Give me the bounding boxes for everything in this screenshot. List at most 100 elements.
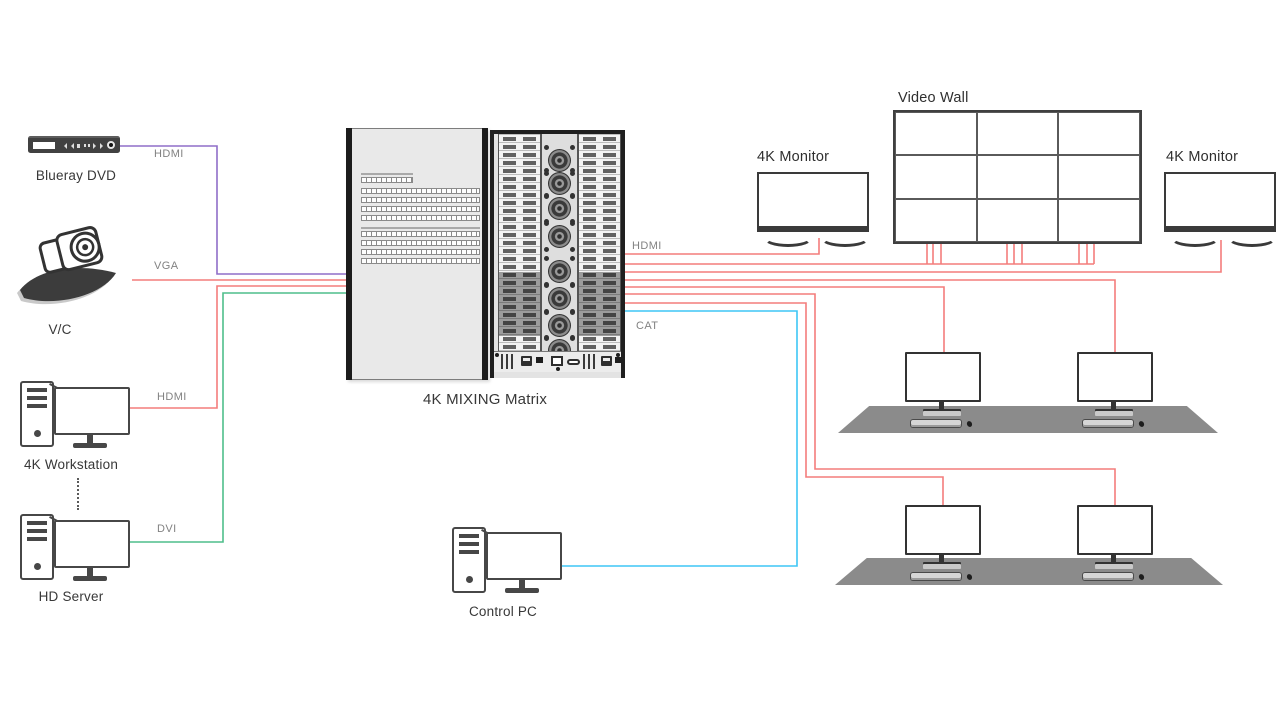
matrix-rear-panel (490, 130, 625, 378)
wall-panel (895, 155, 977, 199)
button-group-bar (361, 173, 413, 175)
workstation-tower-icon (20, 381, 54, 447)
rack-rail (346, 128, 352, 380)
monitor-neck (87, 434, 93, 444)
blueray-dvd-icon (28, 136, 120, 153)
monitor-left-icon (757, 172, 869, 232)
button-group-bar (361, 227, 480, 229)
fan-icon (548, 172, 571, 195)
drive-bays (459, 534, 479, 554)
video-wall-heading: Video Wall (898, 90, 969, 106)
monitor-base (73, 443, 107, 448)
tv-foot (1170, 228, 1220, 247)
desk1-monitor-2 (1077, 352, 1153, 402)
dvd-knob (107, 141, 115, 149)
switch-icon (536, 357, 543, 363)
port-lane (503, 135, 516, 351)
monitor-neck (939, 555, 944, 564)
cable-hdmi-blueray (120, 145, 348, 275)
wall-panel (976, 155, 1059, 199)
monitor-neck (519, 579, 525, 589)
control-port-strip (494, 351, 622, 372)
cable-desk1-monitor2 (622, 279, 1116, 352)
vent-grille (583, 354, 598, 369)
screw (616, 353, 620, 357)
cat-out-label: CAT (636, 320, 659, 332)
vga-label: VGA (154, 260, 179, 272)
usb-port-icon (601, 356, 612, 366)
lan-port-icon (551, 356, 563, 366)
fan-icon (548, 149, 571, 172)
cable-desk2-monitor1 (622, 302, 944, 505)
video-cables-red (130, 238, 1222, 505)
rewind-icon (61, 143, 67, 149)
monitor-base (73, 576, 107, 581)
operator-desk-2 (835, 558, 1223, 585)
rack-rail (482, 128, 488, 380)
wall-panel (1058, 112, 1140, 156)
monitor-base (923, 411, 961, 416)
screw (556, 367, 560, 371)
io-card-column-left (498, 134, 541, 352)
power-button-dot (33, 430, 41, 437)
power-button-dot (33, 563, 41, 570)
controlpc-tower-icon (452, 527, 486, 593)
monitor-base (1095, 564, 1133, 569)
hdmi-out-label: HDMI (632, 240, 662, 252)
tv-foot (820, 228, 870, 247)
hdserver-tower-icon (20, 514, 54, 580)
blueray-label: Blueray DVD (35, 168, 117, 183)
button-row (361, 215, 480, 221)
dark-card-band (579, 272, 620, 336)
cable-hdmi-workstation (130, 285, 348, 409)
switch-icon (615, 357, 622, 363)
cable-desk2-monitor2 (622, 293, 1116, 505)
usb-port-icon (521, 356, 532, 366)
button-row (361, 240, 480, 246)
wall-panel (895, 198, 977, 242)
button-row (361, 188, 480, 194)
vent-grille (501, 354, 516, 369)
cable-hdmi-monitor-left (622, 238, 820, 255)
monitor-neck (1111, 402, 1116, 411)
play-icon (93, 143, 99, 149)
wall-panel (976, 112, 1059, 156)
fan-icon (548, 197, 571, 220)
power-button-dot (465, 576, 473, 583)
dvi-label: DVI (157, 523, 177, 535)
wall-panel (1058, 155, 1140, 199)
cable-hdmi-monitor-right (622, 240, 1222, 273)
workstation-monitor-icon (54, 387, 130, 435)
hdserver-monitor-icon (54, 520, 130, 568)
matrix-front-panel (346, 128, 488, 380)
io-card-column-right (578, 134, 621, 352)
button-row (361, 197, 480, 203)
dvd-display (33, 142, 55, 149)
controlpc-label: Control PC (468, 604, 538, 619)
monitor-base (1095, 411, 1133, 416)
keyboard-icon (911, 573, 961, 580)
hdmi-workstation-label: HDMI (157, 391, 187, 403)
tv-foot (763, 228, 813, 247)
pause-icon (88, 144, 90, 147)
dark-card-band (499, 272, 540, 336)
ellipsis-separator (77, 478, 79, 510)
desk2-monitor-2 (1077, 505, 1153, 555)
video-wall-icon (893, 110, 1142, 244)
button-row (361, 231, 480, 237)
fan-column (541, 134, 578, 362)
hdserver-label: HD Server (38, 589, 104, 604)
button-row (361, 177, 413, 183)
button-row (361, 258, 480, 264)
pause-icon (84, 144, 86, 147)
matrix-label: 4K MIXING Matrix (422, 391, 548, 408)
serial-port-icon (567, 359, 580, 365)
port-lane (603, 135, 616, 351)
screw (495, 353, 499, 357)
monitor-neck (939, 402, 944, 411)
drive-bays (27, 521, 47, 541)
monitor-neck (87, 567, 93, 577)
operator-desk-1 (838, 406, 1218, 433)
